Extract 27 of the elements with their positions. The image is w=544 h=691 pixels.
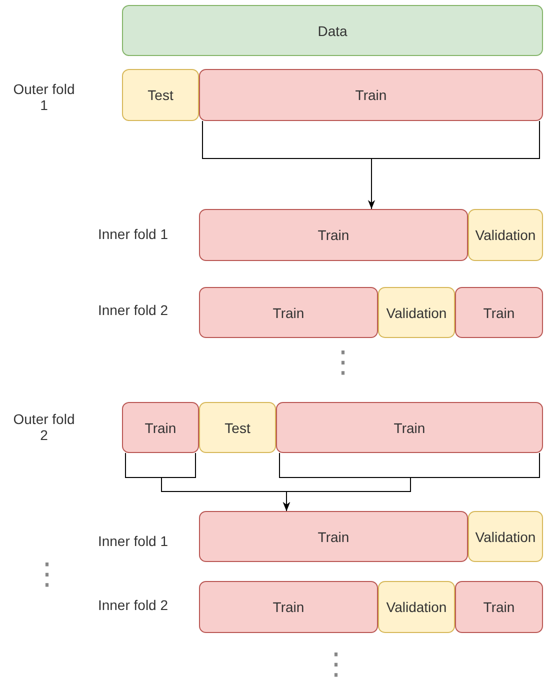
train-box: Train [199, 287, 378, 338]
vertical-ellipsis: ⋮ [321, 649, 345, 681]
vertical-ellipsis: ⋮ [328, 347, 352, 379]
test-box: Test [122, 69, 199, 121]
train-box: Train [455, 287, 543, 338]
vertical-ellipsis: ⋮ [32, 559, 56, 591]
validation-box: Validation [378, 581, 455, 633]
row-label: Inner fold 1 [96, 533, 170, 549]
row-label: Inner fold 2 [96, 597, 170, 613]
validation-box: Validation [468, 209, 543, 261]
row-label: Outer fold 1 [12, 81, 76, 113]
train-box: Train [199, 69, 543, 121]
train-box: Train [199, 209, 468, 261]
train-box: Train [122, 402, 199, 453]
bracket-arrow [279, 452, 540, 512]
train-box: Train [199, 511, 468, 562]
row-label: Inner fold 2 [96, 302, 170, 318]
train-box: Train [276, 402, 543, 453]
train-box: Train [455, 581, 543, 633]
row-label: Inner fold 1 [96, 226, 170, 242]
train-box: Train [199, 581, 378, 633]
data-box: Data [122, 5, 543, 56]
validation-box: Validation [378, 287, 455, 338]
test-box: Test [199, 402, 276, 453]
row-label: Outer fold 2 [12, 411, 76, 443]
bracket-arrow [202, 120, 540, 210]
validation-box: Validation [468, 511, 543, 562]
